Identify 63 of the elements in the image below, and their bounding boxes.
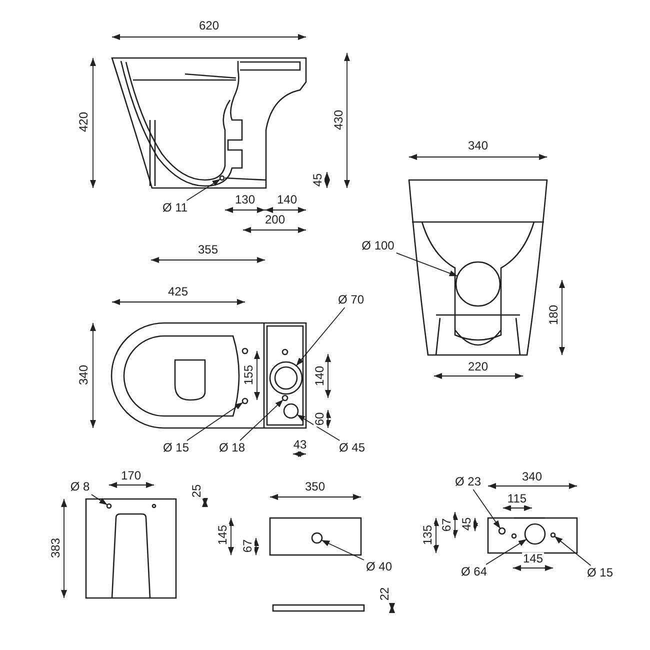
diameter-callout: Ø 15 bbox=[586, 566, 614, 580]
diameter-callout: Ø 8 bbox=[69, 480, 91, 494]
leader-line bbox=[554, 536, 592, 566]
leader-line bbox=[472, 489, 501, 529]
dimension-label: 220 bbox=[466, 360, 490, 374]
dimension-label: 383 bbox=[50, 536, 62, 560]
leader-line bbox=[486, 538, 527, 565]
diameter-callout: Ø 45 bbox=[338, 442, 366, 454]
dimension-label: 115 bbox=[506, 492, 528, 506]
dimension-label: 170 bbox=[120, 470, 142, 482]
dimension-label: 25 bbox=[190, 483, 204, 499]
diameter-callout: Ø 40 bbox=[365, 560, 393, 574]
hole bbox=[269, 361, 303, 395]
hole bbox=[242, 398, 248, 404]
leader-line bbox=[321, 540, 364, 560]
dimension-label: 45 bbox=[460, 516, 474, 532]
diameter-callout: Ø 64 bbox=[460, 566, 488, 578]
diameter-callout: Ø 11 bbox=[161, 202, 189, 214]
diameter-callout: Ø 23 bbox=[454, 476, 482, 488]
dimension-label: 130 bbox=[234, 194, 256, 206]
dimension-label: 135 bbox=[422, 524, 434, 546]
dimension-label: 45 bbox=[312, 172, 324, 188]
dimension-label: 425 bbox=[166, 286, 190, 298]
dimension-label: 145 bbox=[522, 552, 544, 566]
dimension-label: 420 bbox=[78, 110, 90, 134]
diameter-callout: Ø 70 bbox=[337, 294, 365, 306]
hole bbox=[311, 532, 323, 544]
dimension-label: 430 bbox=[332, 108, 346, 132]
dimension-label: 200 bbox=[264, 214, 286, 226]
dimension-label: 620 bbox=[198, 20, 220, 32]
dimension-label: 355 bbox=[196, 244, 220, 256]
dimension-label: 67 bbox=[242, 538, 254, 554]
dimension-label: 140 bbox=[314, 364, 326, 388]
dimension-label: 67 bbox=[440, 517, 454, 533]
dimension-label: 22 bbox=[378, 586, 392, 602]
leader-line bbox=[396, 252, 458, 277]
hole bbox=[455, 261, 501, 307]
leader-line bbox=[240, 399, 284, 441]
hole bbox=[283, 403, 299, 419]
dimension-label: 340 bbox=[78, 364, 90, 386]
leader-line bbox=[186, 178, 221, 201]
hole bbox=[524, 523, 546, 545]
dimension-label: 140 bbox=[276, 194, 298, 206]
leader-line bbox=[296, 307, 346, 366]
dimension-label: 180 bbox=[548, 304, 560, 326]
diameter-callout: Ø 18 bbox=[218, 442, 246, 454]
hole bbox=[219, 175, 225, 181]
hole bbox=[282, 394, 288, 402]
dimension-label: 340 bbox=[466, 140, 490, 152]
leader-line bbox=[296, 414, 340, 441]
dimension-label: 43 bbox=[292, 438, 308, 452]
dimension-label: 340 bbox=[520, 470, 544, 484]
hole bbox=[550, 532, 556, 538]
diameter-callout: Ø 100 bbox=[360, 240, 396, 252]
hole bbox=[106, 503, 112, 509]
dimension-label: 155 bbox=[242, 364, 256, 386]
leader-line bbox=[91, 494, 108, 506]
leader-line bbox=[186, 402, 244, 441]
dimension-label: 145 bbox=[216, 524, 230, 546]
diameter-callout: Ø 15 bbox=[162, 442, 190, 454]
dimension-label: 60 bbox=[314, 411, 326, 427]
hole bbox=[498, 527, 506, 535]
dimension-label: 350 bbox=[304, 480, 326, 494]
